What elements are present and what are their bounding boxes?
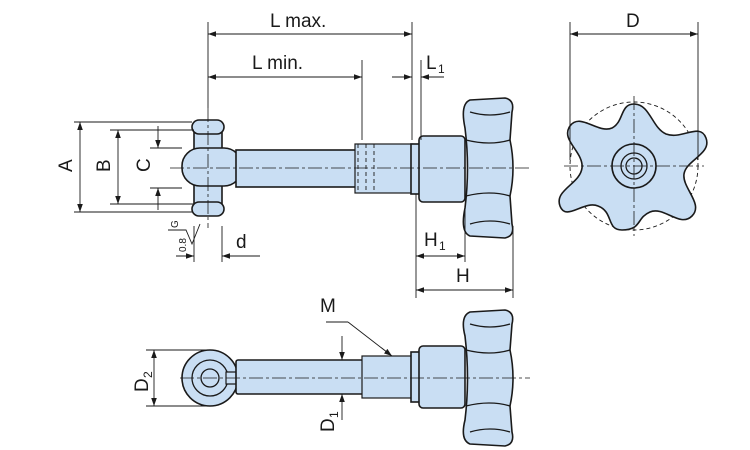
label-m: M: [320, 296, 336, 317]
thread-bottom: [361, 355, 417, 399]
label-l1-sub: 1: [438, 62, 445, 76]
length-dimensions: [207, 22, 444, 140]
end-view: [558, 96, 708, 236]
label-h: H: [456, 266, 470, 287]
label-c: C: [134, 158, 155, 172]
shaft-bottom: [235, 359, 367, 395]
label-d2-sub: 2: [141, 371, 155, 378]
label-b: B: [94, 159, 115, 172]
side-view: [170, 97, 530, 239]
roughness-symbol: [168, 223, 260, 262]
sleeve-bottom: [418, 345, 466, 409]
knob-dimensions: [415, 194, 514, 298]
thread-section: [354, 143, 414, 194]
label-a: A: [56, 159, 77, 172]
label-d-big: D: [626, 11, 640, 32]
label-h1: H: [424, 230, 438, 251]
label-d-small: d: [236, 232, 247, 253]
label-h1-sub: 1: [439, 239, 446, 253]
roughness-g: G: [170, 220, 181, 228]
label-d1: D: [318, 418, 339, 432]
height-dimensions: [74, 121, 194, 213]
label-d1-sub: 1: [327, 411, 341, 418]
sleeve: [418, 135, 466, 203]
label-l-max: L max.: [270, 11, 326, 32]
top-view: [180, 309, 530, 447]
bottom-dimensions: [146, 321, 393, 420]
diameter-dimension: [569, 22, 699, 160]
roughness-value: 0.8: [178, 238, 189, 252]
label-l1: L: [426, 53, 437, 74]
eye-body: [181, 147, 243, 187]
label-d2: D: [132, 378, 153, 392]
label-l-min: L min.: [252, 53, 303, 74]
